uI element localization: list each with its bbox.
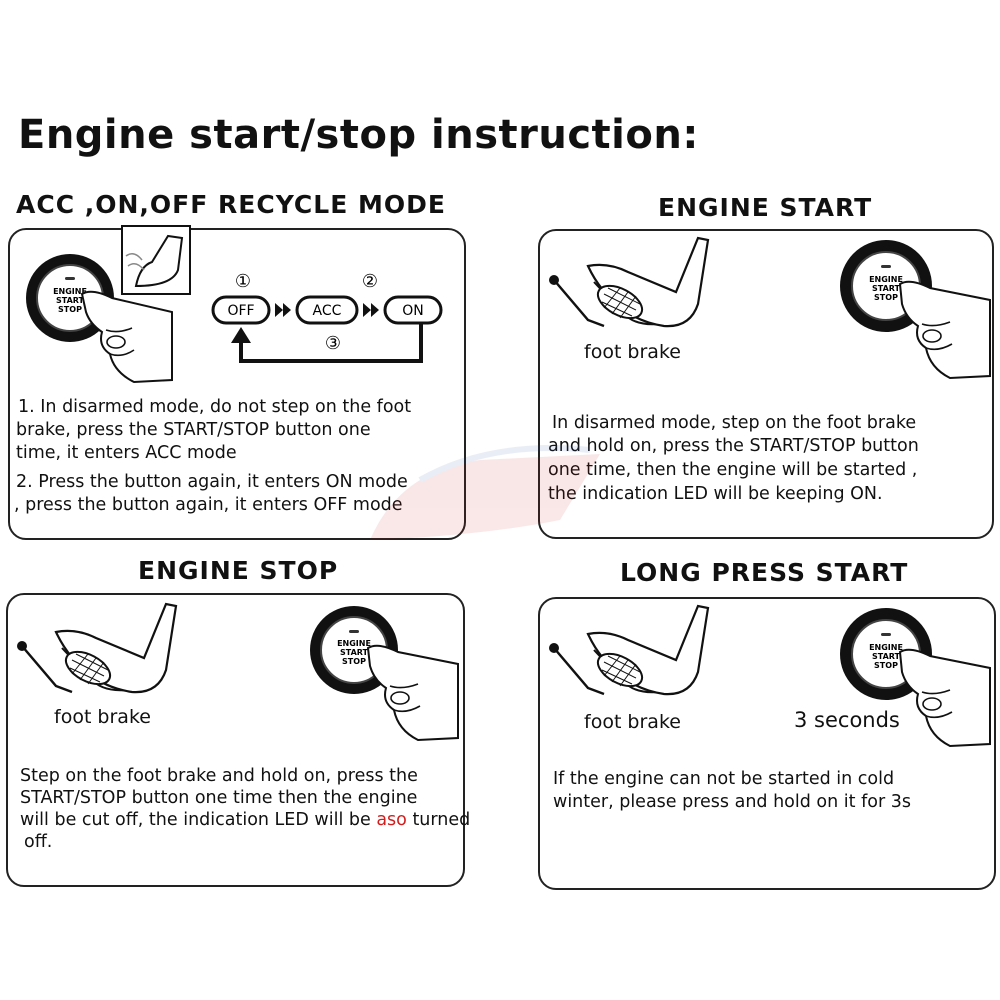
button-text-line: ENGINE	[53, 287, 87, 296]
engine-start-text-line: one time, then the engine will be starte…	[548, 460, 918, 480]
section-title-engine-start: ENGINE START	[658, 193, 873, 222]
highlighted-word: aso	[376, 810, 407, 830]
step-number: ②	[362, 271, 378, 292]
engine-start-text-line: and hold on, press the START/STOP button	[548, 436, 919, 456]
seconds-label: 3 seconds	[794, 708, 900, 732]
state-label: ON	[402, 303, 424, 319]
section-title-engine-stop: ENGINE STOP	[138, 556, 339, 585]
engine-stop-text-line: will be cut off, the indication LED will…	[20, 809, 470, 832]
return-arrow-icon	[231, 327, 251, 343]
state-cycle-diagram: ① ② OFF ACC ON ③	[211, 271, 443, 363]
acc-text-line: 2. Press the button again, it enters ON …	[16, 472, 408, 492]
foot-brake-icon	[549, 604, 710, 696]
engine-start-text-line: the indication LED will be keeping ON.	[548, 484, 883, 504]
acc-text-line: , press the button again, it enters OFF …	[14, 495, 403, 515]
state-pill-acc	[295, 295, 359, 325]
start-stop-button-icon: ENGINE START STOP	[840, 608, 991, 748]
state-label: ACC	[313, 303, 342, 319]
button-text-line: ENGINE	[869, 643, 903, 652]
double-arrow-icon	[363, 303, 379, 317]
page-title: Engine start/stop instruction:	[18, 112, 699, 158]
foot-inset-icon	[121, 225, 191, 295]
button-text-line: STOP	[874, 293, 898, 302]
foot-brake-label: foot brake	[54, 706, 151, 728]
state-label: OFF	[227, 303, 254, 319]
step-number: ①	[235, 271, 251, 292]
button-text-line: STOP	[874, 661, 898, 670]
engine-stop-text-line: Step on the foot brake and hold on, pres…	[20, 766, 418, 786]
foot-brake-icon	[549, 236, 710, 328]
section-title-acc: ACC ,ON,OFF RECYCLE MODE	[16, 190, 446, 219]
start-stop-button-icon: ENGINE START STOP	[840, 240, 991, 380]
long-press-text-line: If the engine can not be started in cold	[553, 769, 895, 789]
acc-text-line: 1. In disarmed mode, do not step on the …	[18, 397, 412, 417]
button-text-line: ENGINE	[337, 639, 371, 648]
engine-stop-text-line: off.	[24, 832, 53, 852]
double-arrow-icon	[275, 303, 291, 317]
button-text-line: START	[872, 284, 901, 293]
button-text-line: START	[340, 648, 369, 657]
engine-stop-text-segment: turned	[406, 810, 471, 830]
watermark-logo	[370, 445, 600, 540]
long-press-text-line: winter, please press and hold on it for …	[553, 792, 911, 812]
start-stop-button-icon: ENGINE START STOP	[310, 606, 459, 742]
engine-stop-text-line: START/STOP button one time then the engi…	[20, 788, 418, 808]
foot-brake-label: foot brake	[584, 341, 681, 363]
foot-brake-label: foot brake	[584, 711, 681, 733]
acc-text-line: brake, press the START/STOP button one	[16, 420, 371, 440]
acc-text-line: time, it enters ACC mode	[16, 443, 237, 463]
state-pill-off	[211, 295, 271, 325]
step-number: ③	[325, 333, 341, 354]
start-stop-button-icon: ENGINE START STOP	[26, 254, 173, 384]
engine-stop-text-segment: will be cut off, the indication LED will…	[20, 810, 377, 830]
button-text-line: STOP	[58, 305, 82, 314]
button-text-line: START	[56, 296, 85, 305]
button-text-line: ENGINE	[869, 275, 903, 284]
button-text-line: START	[872, 652, 901, 661]
state-pill-on	[383, 295, 443, 325]
foot-brake-icon	[17, 602, 178, 694]
section-title-long-press: LONG PRESS START	[620, 558, 909, 587]
engine-start-text-line: In disarmed mode, step on the foot brake	[552, 413, 917, 433]
button-text-line: STOP	[342, 657, 366, 666]
